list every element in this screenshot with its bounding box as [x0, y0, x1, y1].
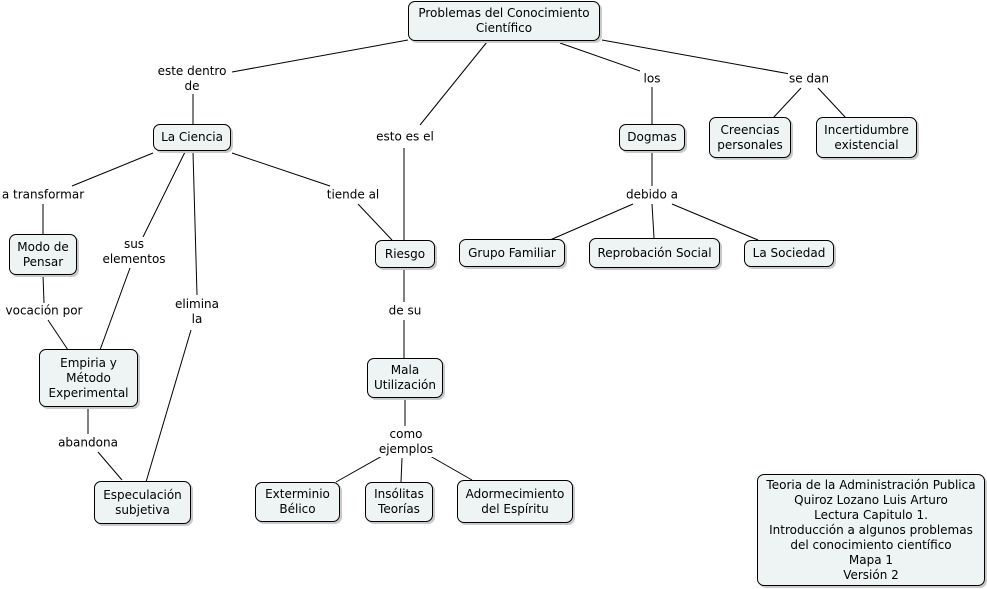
concept-reprobacion-social[interactable]: Reprobación Social [589, 238, 720, 268]
concept-especulacion-subjetiva[interactable]: Especulación subjetiva [94, 481, 191, 524]
concept-mala-utilizacion[interactable]: Mala Utilización [367, 358, 443, 398]
link-label-elimina-la: elimina la [173, 297, 221, 327]
concept-dogmas[interactable]: Dogmas [619, 124, 685, 151]
link-label-como-ejemplos: como ejemplos [377, 427, 435, 457]
link-label-este-dentro-de: este dentro de [156, 64, 228, 94]
concept-grupo-familiar[interactable]: Grupo Familiar [459, 239, 565, 267]
link-label-vocacion-por: vocación por [4, 303, 84, 319]
concept-insolitas-teorias[interactable]: Insólitas Teorías [365, 482, 433, 522]
concept-adormecimiento-espiritu[interactable]: Adormecimiento del Espíritu [457, 480, 573, 523]
link-label-tiende-al: tiende al [325, 187, 381, 203]
concept-empiria-metodo[interactable]: Empiria y Método Experimental [39, 349, 138, 407]
concept-riesgo[interactable]: Riesgo [375, 240, 435, 268]
concept-la-sociedad[interactable]: La Sociedad [744, 240, 834, 267]
link-label-los: los [642, 71, 662, 87]
concept-creencias-personales[interactable]: Creencias personales [709, 117, 791, 158]
info-box: Teoria de la Administración Publica Quir… [757, 474, 985, 586]
link-label-se-dan: se dan [787, 71, 831, 87]
link-label-esto-es-el: esto es el [375, 129, 435, 145]
link-label-sus-elementos: sus elementos [101, 237, 167, 267]
link-label-a-transformar: a transformar [0, 187, 86, 203]
link-label-abandona: abandona [57, 435, 119, 451]
concept-modo-de-pensar[interactable]: Modo de Pensar [9, 234, 77, 275]
concept-incertidumbre-existencial[interactable]: Incertidumbre existencial [816, 117, 917, 158]
link-label-de-su: de su [387, 303, 423, 319]
concept-exterminio-belico[interactable]: Exterminio Bélico [255, 482, 340, 522]
link-label-debido-a: debido a [624, 187, 680, 203]
concept-problemas-conocimiento[interactable]: Problemas del Conocimiento Científico [408, 1, 600, 41]
concept-la-ciencia[interactable]: La Ciencia [153, 124, 231, 151]
